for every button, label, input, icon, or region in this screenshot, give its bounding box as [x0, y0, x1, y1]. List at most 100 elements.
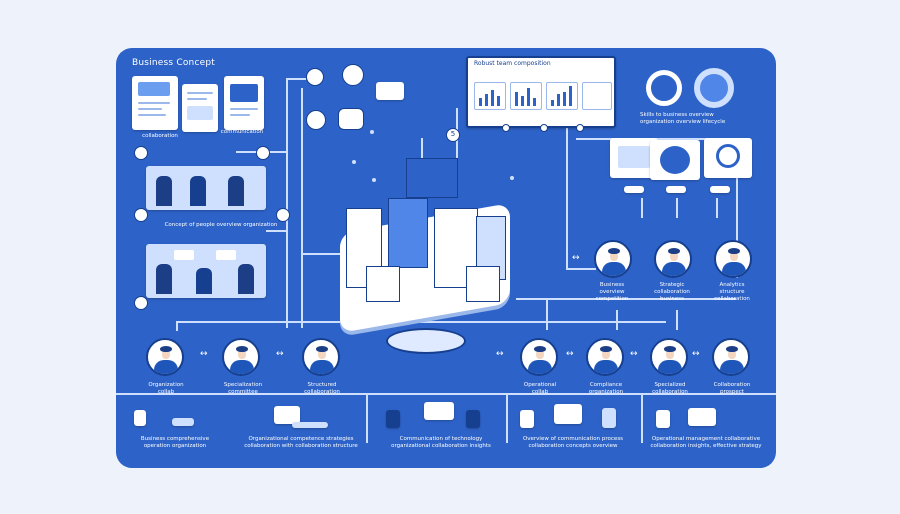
- connector-wire: [516, 298, 736, 300]
- mini-bar-chart: [546, 82, 578, 110]
- connector-wire: [176, 321, 178, 331]
- caption-footer-5: Operational management collaborative col…: [650, 436, 762, 449]
- connector-wire: [506, 393, 508, 443]
- connector-wire: [286, 78, 306, 80]
- document-line: [138, 108, 162, 110]
- gear-icon: [646, 70, 682, 106]
- label-tag: [666, 186, 686, 193]
- caption-footer-1: Business comprehensive operation organiz…: [140, 436, 210, 449]
- person-figure: [238, 264, 254, 294]
- dashboard-chart: [716, 144, 740, 168]
- connector-wire: [116, 393, 776, 395]
- person-figure: [228, 176, 244, 206]
- double-arrow-icon: ↔: [276, 349, 284, 359]
- connector-wire: [286, 78, 288, 328]
- person-avatar: [586, 338, 624, 376]
- server-block: [466, 266, 500, 302]
- node-dot: [510, 176, 514, 180]
- connector-wire: [566, 268, 596, 270]
- numbered-badge: 5: [446, 128, 460, 142]
- double-arrow-icon: ↔: [630, 349, 638, 359]
- network-node-icon: [306, 110, 326, 130]
- caption-bottom-people-1: Organization collab: [148, 382, 184, 395]
- gear-icon: [694, 68, 734, 108]
- user-icon: [256, 146, 270, 160]
- document-icon: [520, 410, 534, 428]
- robot-icon: [338, 108, 364, 130]
- team-composition-panel: Robust team composition: [466, 56, 616, 128]
- connector-wire: [546, 298, 548, 330]
- person-avatar: [222, 338, 260, 376]
- connector-wire: [176, 321, 666, 323]
- person-figure: [190, 176, 206, 206]
- caption-bottom-people-7: Collaboration prospect: [713, 382, 751, 395]
- caption-right-people-2: Strategic collaboration business: [654, 282, 690, 302]
- document-icon: [276, 208, 290, 222]
- label-tag: [624, 186, 644, 193]
- person-avatar: [714, 240, 752, 278]
- monitor-icon: [554, 404, 582, 424]
- document-icon: [134, 410, 146, 426]
- caption-right-people-3: Analytics structure collaboration: [714, 282, 750, 302]
- chat-icon: [134, 146, 148, 160]
- panel-connector-dot: [540, 124, 548, 132]
- people-frame: [146, 244, 266, 298]
- panel-connector-dot: [502, 124, 510, 132]
- location-pin-icon: [306, 68, 324, 86]
- person-avatar: [520, 338, 558, 376]
- numbered-badge-text: 5: [450, 130, 456, 138]
- mini-bar-chart: [474, 82, 506, 110]
- connector-wire: [716, 198, 718, 218]
- connector-wire: [676, 198, 678, 218]
- caption-bottom-people-5: Compliance organization: [588, 382, 624, 395]
- caption-footer-3: Communication of technology organization…: [391, 436, 491, 449]
- monitor-icon: [274, 406, 300, 424]
- label-tag: [710, 186, 730, 193]
- user-icon: [134, 296, 148, 310]
- server-cluster: [326, 158, 526, 358]
- desk-icon: [292, 422, 328, 428]
- document-line: [138, 102, 170, 104]
- document-line: [187, 98, 207, 100]
- node-dot: [370, 130, 374, 134]
- document-line: [230, 108, 258, 110]
- caption-footer-4: Overview of communication process collab…: [522, 436, 624, 449]
- caption-bottom-people-2: Specialization committee: [223, 382, 263, 395]
- document-chart: [138, 82, 170, 96]
- dashboard-chart: [618, 146, 650, 168]
- server-icon: [602, 408, 616, 428]
- connector-wire: [421, 138, 423, 168]
- node-dot: [372, 178, 376, 182]
- caption-bottom-people-3: Structured collaboration: [304, 382, 340, 395]
- caption-right-people-1: Business overview competition: [595, 282, 629, 302]
- caption-bottom-people-4: Operational collab: [523, 382, 557, 395]
- person-at-desk-icon: [466, 410, 480, 428]
- caption-left-mid: Concept of people overview organization: [164, 222, 278, 228]
- dashboard-card: [704, 138, 752, 178]
- platform-base: [386, 328, 466, 354]
- mini-scatter-chart: [582, 82, 612, 110]
- person-avatar: [302, 338, 340, 376]
- board-title: Business Concept: [132, 58, 215, 68]
- document-card: [182, 84, 218, 132]
- document-line: [187, 92, 213, 94]
- connector-wire: [266, 230, 286, 232]
- document-line: [230, 114, 250, 116]
- connector-wire: [616, 310, 618, 330]
- person-avatar: [146, 338, 184, 376]
- double-arrow-icon: ↔: [692, 349, 700, 359]
- panel-connector-dot: [576, 124, 584, 132]
- connector-wire: [366, 393, 368, 443]
- server-block: [366, 266, 400, 302]
- double-arrow-icon: ↔: [200, 349, 208, 359]
- connector-wire: [676, 310, 678, 330]
- location-pin-icon: [342, 64, 364, 86]
- connector-wire: [641, 198, 643, 218]
- tablet-icon: [688, 408, 716, 426]
- diagram-board: Business Concept Business collaboration …: [116, 48, 776, 468]
- desk-icon: [172, 418, 194, 426]
- double-arrow-icon: ↔: [566, 349, 574, 359]
- person-figure: [156, 176, 172, 206]
- double-arrow-icon: ↔: [496, 349, 504, 359]
- mini-bar-chart: [510, 82, 542, 110]
